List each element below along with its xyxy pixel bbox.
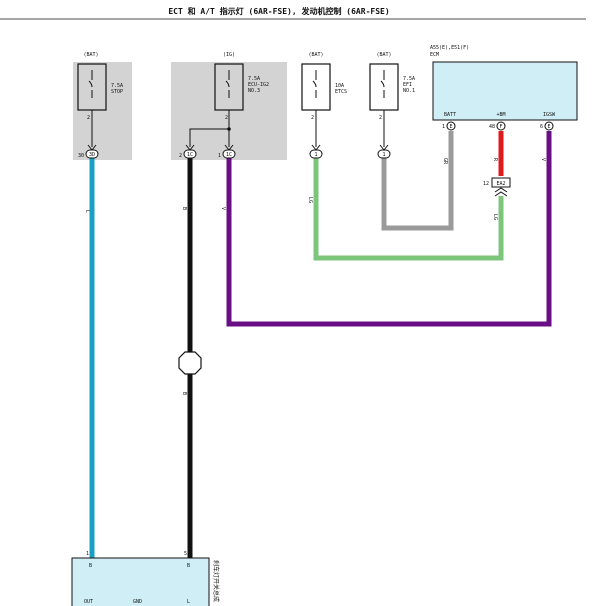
ecm-pin-label-igsw: IGSW (543, 112, 556, 118)
ecu-ig2-fuse-rating: 7.5A (248, 76, 260, 82)
etcs-fuse-pin: 2 (311, 115, 314, 121)
ecu-ig2-fuse-source: (IG) (223, 52, 235, 58)
ea2-pin: 12 (483, 181, 489, 187)
connector-3d (85, 149, 99, 159)
connector-1c-right-id: 1C (226, 152, 232, 158)
ecm-pin-igsw-num: 6 (540, 124, 543, 130)
diagram-title: ECT 和 A/T 指示灯 (6AR-FSE), 发动机控制 (6AR-FSE) (168, 6, 389, 16)
connector-1c-left-pin: 2 (179, 153, 182, 159)
stop-lamp-switch-box (71, 557, 210, 606)
ecm-box (432, 61, 578, 121)
connector-etcs-id: 1 (314, 152, 317, 158)
bottom-label-right: B (187, 563, 190, 569)
etcs-fuse-name: ETCS (335, 89, 347, 95)
stop-fuse-pin: 2 (87, 115, 90, 121)
efi-fuse-symbol (380, 70, 385, 98)
ecm-pin-label-bm: +BM (496, 112, 505, 118)
wire-label-black-lower: B (181, 392, 187, 395)
ecu-ig2-fuse-name2: NO.3 (248, 88, 260, 94)
connector-etcs (309, 149, 323, 159)
ecu-ig2-fuse-symbol (225, 70, 230, 98)
ecu-ig2-junction-dot (227, 127, 231, 131)
connector-efi-id: 1 (382, 152, 385, 158)
ecm-pin-label-batt: BATT (444, 112, 456, 118)
ea2-connector (491, 177, 511, 188)
wire-label-green-right: LG (492, 214, 498, 220)
bottom-pin-left: 1 (86, 551, 89, 557)
stop-fuse-rating: 7.5A (111, 83, 123, 89)
ea2-chevron-icon (494, 187, 508, 197)
ea2-id: EA2 (496, 181, 505, 187)
connector-1c-right (222, 149, 236, 159)
ecu-ig2-lead-left (189, 128, 229, 147)
wire-label-blue: L (84, 210, 90, 213)
stop-fuse-source: (BAT) (83, 52, 98, 58)
stop-lamp-switch-name: 刹车灯开关总成 (212, 560, 220, 602)
efi-fuse-name: EFI (403, 82, 412, 88)
ecm-pin-batt-conn: E (449, 124, 452, 130)
connector-1c-right-pin: 1 (218, 153, 221, 159)
wire-label-red: R (492, 158, 498, 162)
wire-label-gray: GR (442, 158, 448, 165)
efi-fuse-source: (BAT) (376, 52, 391, 58)
ecm-pin-bm-num: 48 (489, 124, 495, 130)
connector-efi (377, 149, 391, 159)
bottom-pin-right: 5 (184, 551, 187, 557)
bottom-label-l: L (187, 599, 190, 605)
ecm-pin-igsw-conn: E (547, 124, 550, 130)
wire-green (313, 158, 504, 261)
wire-label-black: B (181, 207, 187, 210)
bottom-label-out: OUT (84, 599, 93, 605)
ecm-pin-batt-num: 1 (442, 124, 445, 130)
splice-octagon (178, 351, 202, 375)
connector-3d-pin: 30 (78, 153, 84, 159)
connector-3d-id: 3D (89, 152, 95, 158)
stop-fuse-symbol (88, 70, 93, 98)
bottom-label-left: B (89, 563, 92, 569)
ecm-pin-bm-connector (496, 121, 506, 131)
connector-1c-left-id: 1C (187, 152, 193, 158)
ecu-ig2-fuse-name: ECU-IG2 (248, 82, 269, 88)
efi-fuse-pin: 2 (379, 115, 382, 121)
wire-label-purple-right: V (540, 158, 546, 161)
ecm-pin-igsw-connector (544, 121, 554, 131)
ecm-name: ECM (430, 52, 439, 58)
efi-fuse-name2: NO.1 (403, 88, 415, 94)
ecm-id: A55(E),E51(F) (430, 45, 469, 51)
wire-purple (226, 131, 552, 327)
bottom-label-gnd: GND (133, 599, 142, 605)
connector-1c-left (183, 149, 197, 159)
wire-gray (381, 131, 454, 231)
efi-fuse-rating: 7.5A (403, 76, 415, 82)
etcs-fuse-symbol (312, 70, 317, 98)
stop-fuse-box (73, 62, 132, 160)
ecu-ig2-fuse-pin: 2 (225, 115, 228, 121)
wire-label-purple: V (220, 207, 226, 210)
stop-fuse-name: STOP (111, 89, 123, 95)
etcs-fuse-rating: 10A (335, 83, 344, 89)
wire-label-green: LG (307, 197, 313, 203)
ecm-pin-bm-conn: F (499, 124, 502, 130)
etcs-fuse-source: (BAT) (308, 52, 323, 58)
ecm-pin-batt-connector (446, 121, 456, 131)
